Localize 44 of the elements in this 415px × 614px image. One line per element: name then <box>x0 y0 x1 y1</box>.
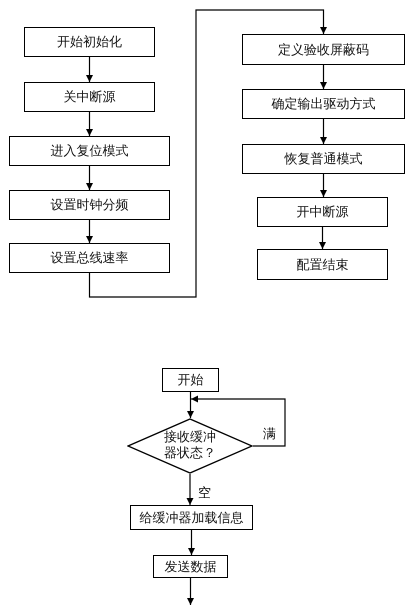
edge-label: 满 <box>262 427 277 442</box>
edge-label: 空 <box>197 486 212 501</box>
process-box <box>130 505 253 530</box>
process-box <box>162 368 219 392</box>
arrow <box>320 119 327 144</box>
decision-text: 接收缓冲器状态？ <box>163 430 217 462</box>
arrow <box>86 166 93 190</box>
process-box <box>257 197 388 227</box>
arrow <box>320 174 327 197</box>
arrow <box>191 396 286 447</box>
process-box <box>9 136 170 166</box>
step-text: 开中断源 <box>296 204 348 221</box>
arrow <box>86 112 93 136</box>
process-box <box>24 82 155 112</box>
arrow <box>188 530 195 555</box>
step-text: 发送数据 <box>164 558 216 576</box>
arrow <box>319 227 326 249</box>
step-text: 设置总线速率 <box>50 250 128 267</box>
arrow <box>187 578 194 605</box>
step-text: 配置结束 <box>296 256 348 274</box>
arrow <box>86 220 93 243</box>
process-box <box>9 190 170 220</box>
process-box <box>24 27 155 57</box>
process-box <box>153 555 228 578</box>
arrow <box>86 57 93 82</box>
step-text: 进入复位模式 <box>50 143 128 160</box>
arrow <box>320 65 327 89</box>
process-box <box>242 144 405 174</box>
process-box <box>9 243 170 273</box>
process-box <box>257 249 388 280</box>
step-text: 开始 <box>178 372 204 389</box>
step-text: 给缓冲器加载信息 <box>140 510 244 526</box>
arrow <box>88 9 327 298</box>
step-text: 确定输出驱动方式 <box>272 96 376 113</box>
step-text: 恢复普通模式 <box>284 150 362 168</box>
process-box <box>242 34 405 65</box>
step-text: 定义验收屏蔽码 <box>278 42 369 58</box>
step-text: 设置时钟分频 <box>50 197 128 214</box>
decision-diamond <box>127 418 253 474</box>
arrow <box>187 392 194 418</box>
process-box <box>242 89 405 119</box>
step-text: 关中断源 <box>64 89 116 106</box>
arrow <box>186 474 194 505</box>
step-text: 开始初始化 <box>57 34 122 51</box>
